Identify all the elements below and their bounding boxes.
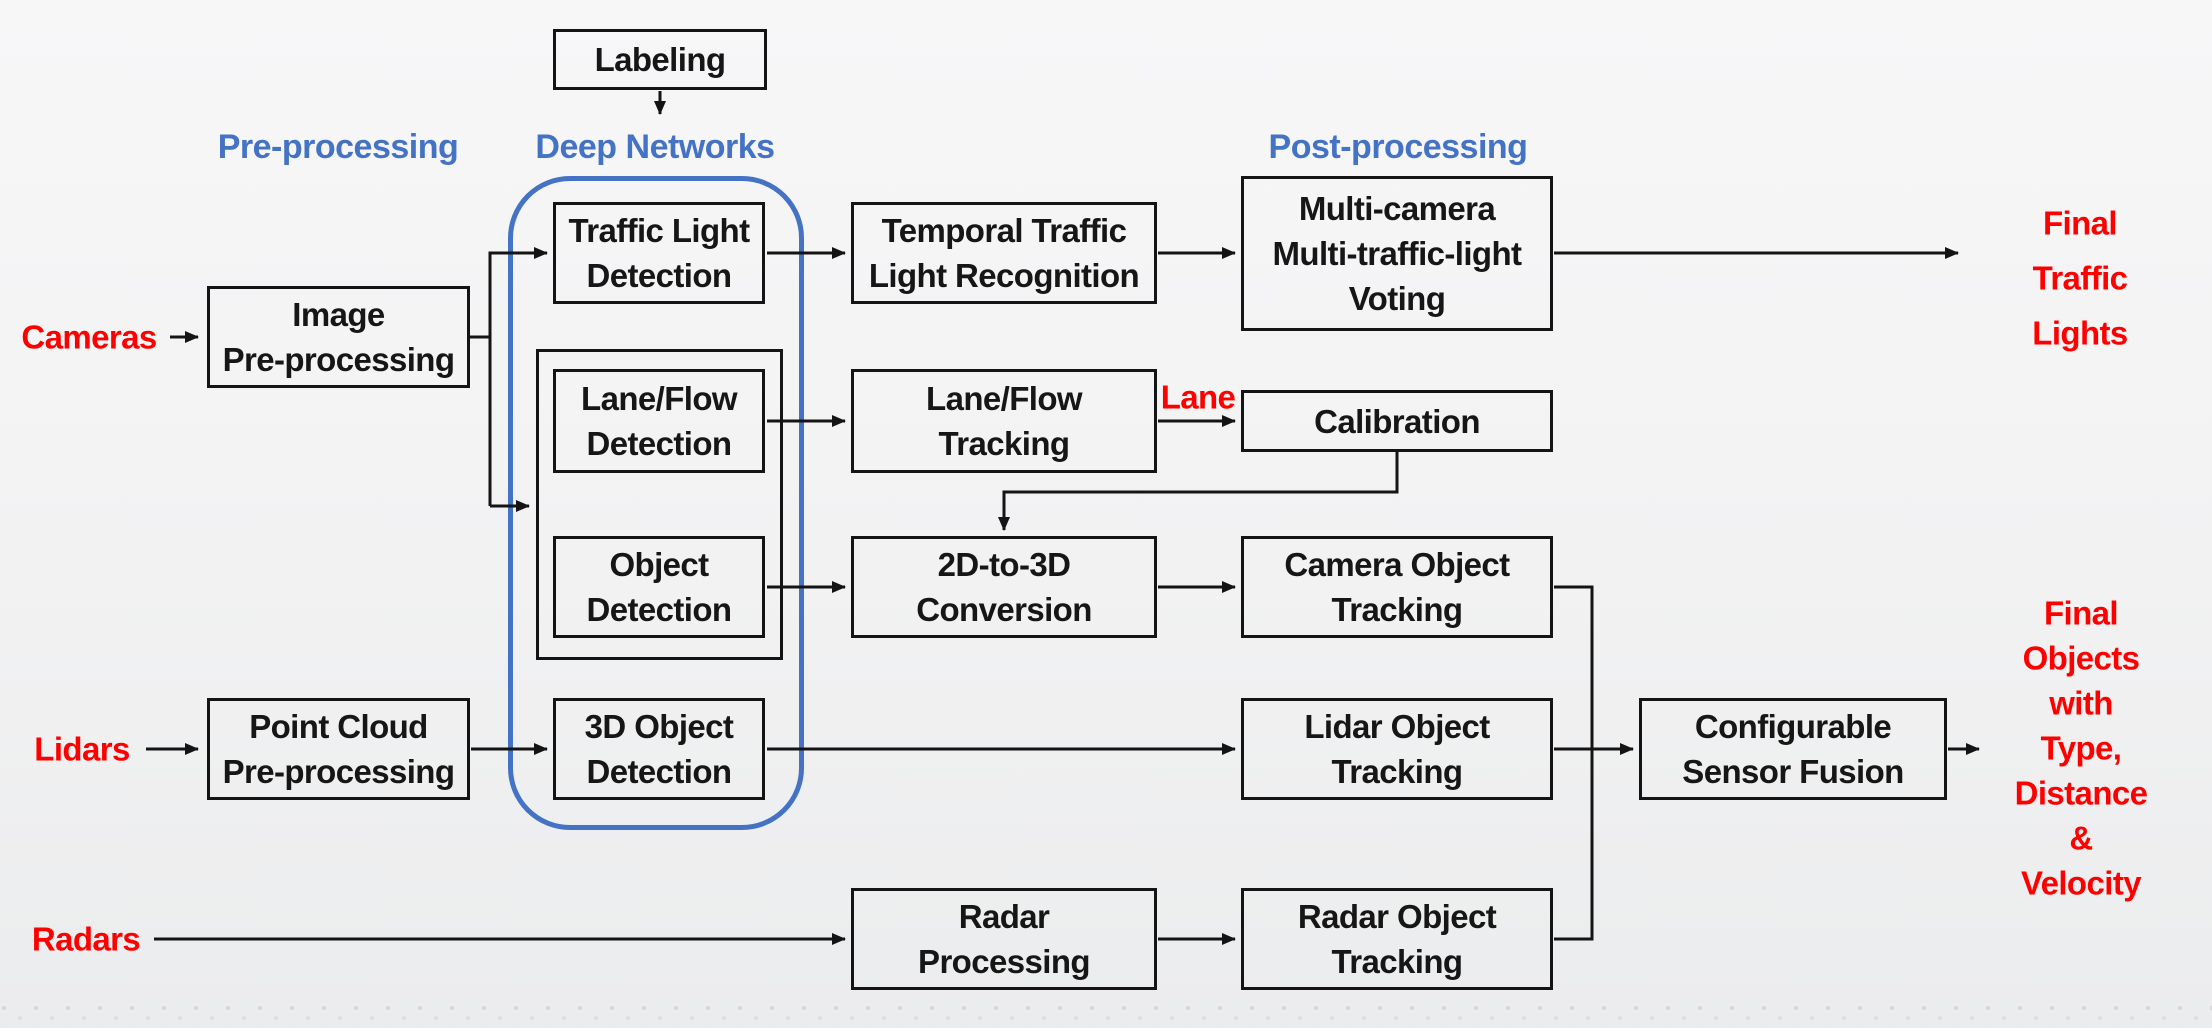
node-lane-flow-tracking: Lane/Flow Tracking: [851, 369, 1157, 473]
detection-group-outline: [536, 349, 783, 660]
node-lane-flow-detection: Lane/Flow Detection: [553, 369, 765, 473]
source-label-radars: Radars: [31, 920, 141, 958]
node-radar-object-tracking: Radar Object Tracking: [1241, 888, 1553, 990]
header-pre-processing: Pre-processing: [217, 128, 459, 166]
edge-calibration-to-2d-to-3d-conversion: [998, 452, 1399, 531]
node-labeling: Labeling: [553, 29, 767, 90]
output-label-final-traffic-lights: Final Traffic Lights: [2032, 204, 2128, 352]
node-traffic-light-detection: Traffic Light Detection: [553, 202, 765, 304]
source-label-cameras: Cameras: [21, 318, 157, 356]
edge-image-preprocessing-to-traffic-light-detection: [470, 253, 547, 506]
node-configurable-sensor-fusion: Configurable Sensor Fusion: [1639, 698, 1947, 800]
node-multi-camera-voting: Multi-camera Multi-traffic-light Voting: [1241, 176, 1553, 331]
edge-label-lane: Lane: [1160, 378, 1236, 416]
node-image-preprocessing: Image Pre-processing: [207, 286, 470, 388]
node-radar-processing: Radar Processing: [851, 888, 1157, 990]
header-deep-networks: Deep Networks: [535, 128, 775, 166]
bottom-texture-strip: [0, 1002, 2212, 1028]
node-3d-object-detection: 3D Object Detection: [553, 698, 765, 800]
node-point-cloud-preprocessing: Point Cloud Pre-processing: [207, 698, 470, 800]
header-post-processing: Post-processing: [1268, 128, 1528, 166]
edge-camera-and-radar-tracking-join: [1554, 585, 1594, 941]
node-2d-to-3d-conversion: 2D-to-3D Conversion: [851, 536, 1157, 638]
node-temporal-traffic-light-recognition: Temporal Traffic Light Recognition: [851, 202, 1157, 304]
node-object-detection: Object Detection: [553, 536, 765, 638]
node-camera-object-tracking: Camera Object Tracking: [1241, 536, 1553, 638]
output-label-final-objects: Final Objects with Type, Distance & Velo…: [2014, 594, 2148, 902]
node-calibration: Calibration: [1241, 390, 1553, 452]
deep-networks-outline: [508, 176, 804, 830]
node-lidar-object-tracking: Lidar Object Tracking: [1241, 698, 1553, 800]
source-label-lidars: Lidars: [34, 730, 130, 768]
